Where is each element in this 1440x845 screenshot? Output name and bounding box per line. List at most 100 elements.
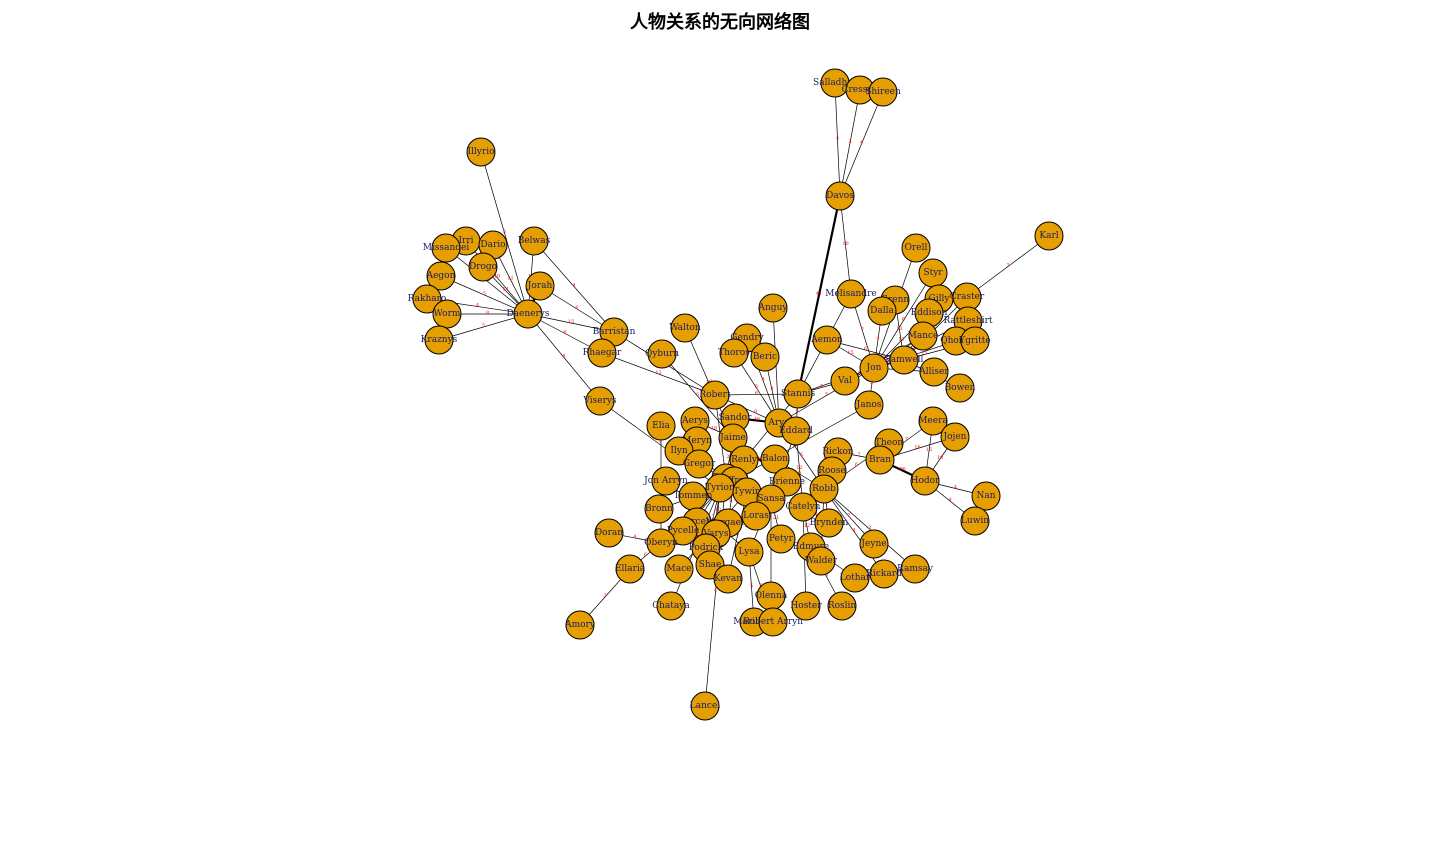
edge-weight-label: 4	[860, 140, 863, 146]
edge-weight-label: 15	[847, 350, 853, 356]
edge-ramsay-robb	[823, 488, 916, 570]
node-circle	[867, 296, 897, 326]
edge-weight-label: 4	[836, 136, 839, 142]
node-label: Val	[837, 376, 852, 386]
node-jon-arryn: Jon Arryn	[643, 466, 688, 496]
node-circle	[585, 386, 615, 416]
edge-weight-label: 6	[644, 552, 647, 558]
node-circle	[865, 445, 895, 475]
node-label: Lysa	[739, 547, 761, 557]
edge-weight-label: 6	[800, 452, 803, 458]
node-label: Robert Arryn	[743, 617, 803, 627]
edge-weight-label: 7	[825, 502, 828, 508]
node-label: Tyrion	[705, 483, 735, 493]
node-label: Balon	[762, 454, 788, 464]
node-circle	[840, 563, 870, 593]
node-circle	[971, 481, 1001, 511]
edge-weight-label: 15	[926, 447, 932, 453]
node-drogo: Drogo	[468, 252, 498, 282]
node-circle	[825, 181, 855, 211]
node-circle	[615, 554, 645, 584]
node-lysa: Lysa	[734, 537, 764, 567]
node-label: Nan	[976, 491, 995, 501]
node-hoster: Hoster	[790, 591, 822, 621]
edge-weight-label: 12	[804, 523, 810, 529]
node-walder: Walder	[805, 546, 838, 576]
node-circle	[741, 501, 771, 531]
node-label: Jorah	[527, 281, 553, 291]
node-belwas: Belwas	[518, 226, 551, 256]
node-label: Renly	[731, 455, 758, 465]
node-label: Tommen	[674, 491, 713, 501]
edge-weight-label: 7	[934, 325, 937, 331]
node-nan: Nan	[971, 481, 1001, 511]
node-kevan: Kevan	[713, 564, 743, 594]
node-label: Varys	[702, 529, 728, 539]
node-styr: Styr	[918, 258, 948, 288]
edge-weight-label: 5	[858, 371, 861, 377]
node-label: Arya	[767, 418, 790, 428]
node-label: Aemon	[810, 335, 843, 345]
edge-weight-label: 12	[655, 370, 661, 376]
node-robb: Robb	[809, 474, 839, 504]
node-anguy: Anguy	[758, 293, 789, 323]
node-ygritte: Ygritte	[958, 326, 991, 356]
edge-weight-label: 4	[954, 485, 957, 491]
node-amory: Amory	[564, 610, 596, 640]
node-circle	[513, 299, 543, 329]
node-circle	[960, 506, 990, 536]
node-label: Mance	[908, 331, 939, 341]
node-circle	[859, 529, 889, 559]
node-worm: Worm	[432, 299, 462, 329]
node-label: Ygritte	[958, 336, 990, 346]
node-circle	[766, 524, 796, 554]
node-rickard: Rickard	[866, 559, 902, 589]
node-oberyn: Oberyn	[644, 528, 678, 558]
edge-cressen-davos	[839, 89, 861, 197]
edge-kevan-tywin	[727, 491, 748, 580]
node-label: Luwin	[961, 516, 989, 526]
node-label: Rhaegar	[583, 348, 622, 358]
edge-weight-label: 5	[503, 229, 506, 235]
node-rakharo: Rakharo	[408, 284, 446, 314]
node-label: Grenn	[881, 295, 910, 305]
nodes-layer: IllyrioSalladhorCressenShireenDavosKarlI…	[408, 68, 1064, 721]
node-mance: Mance	[908, 321, 939, 351]
node-circle	[656, 591, 686, 621]
node-label: Alliser	[918, 367, 949, 377]
node-label: Jeyne	[860, 539, 886, 549]
node-label: Kraznys	[421, 335, 458, 345]
node-walton: Walton	[669, 313, 701, 343]
node-alliser: Alliser	[918, 357, 949, 387]
edge-weight-label: 6	[855, 462, 858, 468]
edge-styr-jon	[873, 272, 934, 369]
node-beric: Beric	[750, 342, 780, 372]
node-label: Craster	[950, 292, 985, 302]
node-barristan: Barristan	[593, 317, 636, 347]
node-robert-arryn: Robert Arryn	[743, 607, 803, 637]
node-bronn: Bronn	[644, 494, 674, 524]
node-qyburn: Qyburn	[645, 339, 679, 369]
node-doran: Doran	[594, 518, 624, 548]
node-lothar: Lothar	[840, 563, 871, 593]
node-label: Hoster	[790, 601, 822, 611]
node-label: Rickard	[866, 569, 902, 579]
node-label: Meryn	[682, 436, 712, 446]
edge-weight-label: 4	[948, 497, 951, 503]
edge-weight-label: 3	[658, 441, 661, 447]
edge-weight-label: 6	[825, 573, 828, 579]
node-circle	[468, 252, 498, 282]
node-label: Walder	[805, 556, 838, 566]
node-label: Samwell	[885, 355, 924, 365]
node-label: Gendry	[730, 333, 764, 343]
node-label: Sansa	[757, 494, 785, 504]
node-eddard: Eddard	[779, 416, 813, 446]
node-label: Ilyn	[670, 446, 688, 456]
node-circle	[758, 607, 788, 637]
node-label: Jojen	[943, 432, 967, 442]
node-label: Missandei	[423, 243, 470, 253]
edge-weight-label: 18	[711, 426, 717, 432]
edge-davos-stannis	[796, 195, 842, 395]
node-label: Anguy	[758, 303, 789, 313]
edge-kraznys-daenerys	[438, 313, 529, 341]
